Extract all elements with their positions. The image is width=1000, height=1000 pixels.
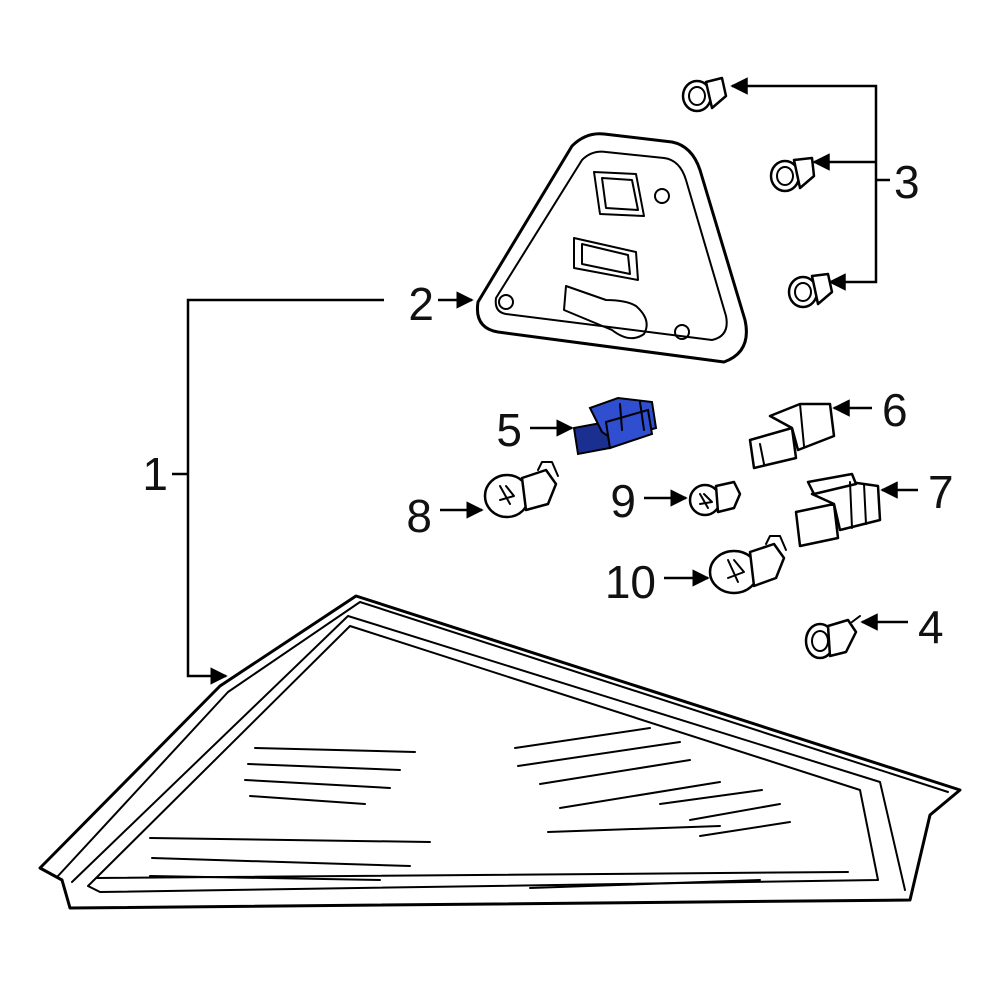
lamp-gasket[interactable] [475, 132, 748, 364]
clip-top[interactable] [681, 76, 728, 113]
tail-lamp-assembly[interactable] [38, 594, 962, 910]
connector-six[interactable] [748, 402, 836, 470]
callout-2: 2 [408, 278, 434, 330]
callout-9: 9 [610, 475, 636, 527]
callout-5: 5 [496, 404, 522, 456]
bulb-eight[interactable] [483, 461, 559, 519]
callout-6: 6 [882, 384, 908, 436]
callout-10: 10 [605, 556, 656, 608]
socket-small[interactable] [804, 615, 861, 660]
connector-seven[interactable] [794, 472, 882, 548]
highlighted-connector[interactable] [572, 396, 658, 456]
bulb-ten[interactable] [708, 535, 787, 595]
leader-lines [172, 77, 918, 685]
bulb-nine[interactable] [688, 480, 742, 517]
callout-3: 3 [894, 156, 920, 208]
clip-bottom[interactable] [787, 272, 834, 309]
callout-4: 4 [918, 601, 944, 653]
clip-middle[interactable] [769, 156, 816, 193]
callout-7: 7 [928, 466, 954, 518]
callout-8: 8 [406, 490, 432, 542]
callout-1: 1 [142, 448, 168, 500]
